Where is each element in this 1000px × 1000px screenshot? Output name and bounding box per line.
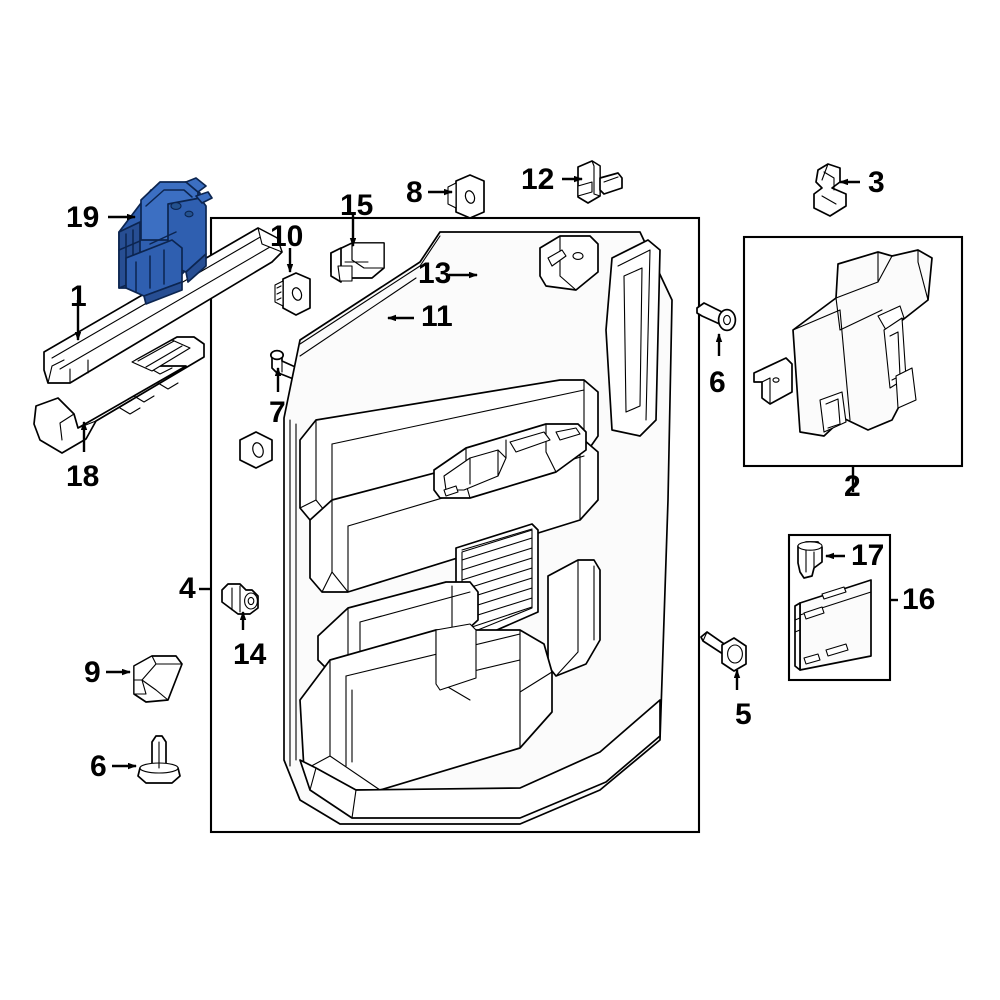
part-quarter-trim-panel — [753, 249, 933, 437]
callout-16: 16 — [902, 583, 936, 616]
callout-7: 7 — [269, 396, 286, 429]
part-lower-trim-molding — [33, 336, 205, 454]
part-trim-clip — [577, 160, 623, 204]
callout-15: 15 — [340, 189, 374, 222]
part-push-pin-fastener-upper — [696, 302, 737, 332]
part-hex-flange-bolt — [700, 631, 747, 672]
callout-6-upper: 6 — [709, 366, 726, 399]
callout-8: 8 — [406, 176, 423, 209]
part-cap-plug — [797, 541, 823, 579]
callout-5: 5 — [735, 698, 752, 731]
part-window-switch-assembly — [118, 177, 213, 305]
callout-11: 11 — [421, 300, 453, 333]
part-wedge-clip — [133, 655, 183, 703]
callout-13: 13 — [418, 257, 452, 290]
part-door-trim-panel — [283, 231, 673, 825]
callout-4: 4 — [179, 572, 196, 605]
part-trim-cap-plug — [274, 272, 311, 316]
callout-18: 18 — [66, 460, 100, 493]
door-panel-frame — [209, 216, 701, 834]
part-access-cover-panel — [794, 579, 872, 671]
part-screw-cover-cap — [447, 174, 485, 219]
part-hex-nut — [239, 431, 273, 469]
part-push-pin-retainer — [221, 583, 259, 615]
part-spring-clip — [813, 163, 847, 217]
callout-12: 12 — [521, 163, 555, 196]
callout-17: 17 — [851, 539, 885, 572]
part-push-pin-fastener-lower — [137, 735, 181, 784]
callout-19: 19 — [66, 201, 100, 234]
part-retainer-bracket — [330, 242, 385, 283]
leader-lines — [74, 175, 898, 770]
access-cover-frame — [787, 533, 892, 682]
callout-9: 9 — [84, 656, 101, 689]
callout-10: 10 — [270, 220, 304, 253]
callout-14: 14 — [233, 638, 267, 671]
callout-3: 3 — [868, 166, 885, 199]
callout-2: 2 — [844, 470, 861, 503]
callout-1: 1 — [70, 280, 87, 313]
callout-6-lower: 6 — [90, 750, 107, 783]
part-upper-trim-molding — [43, 227, 283, 384]
